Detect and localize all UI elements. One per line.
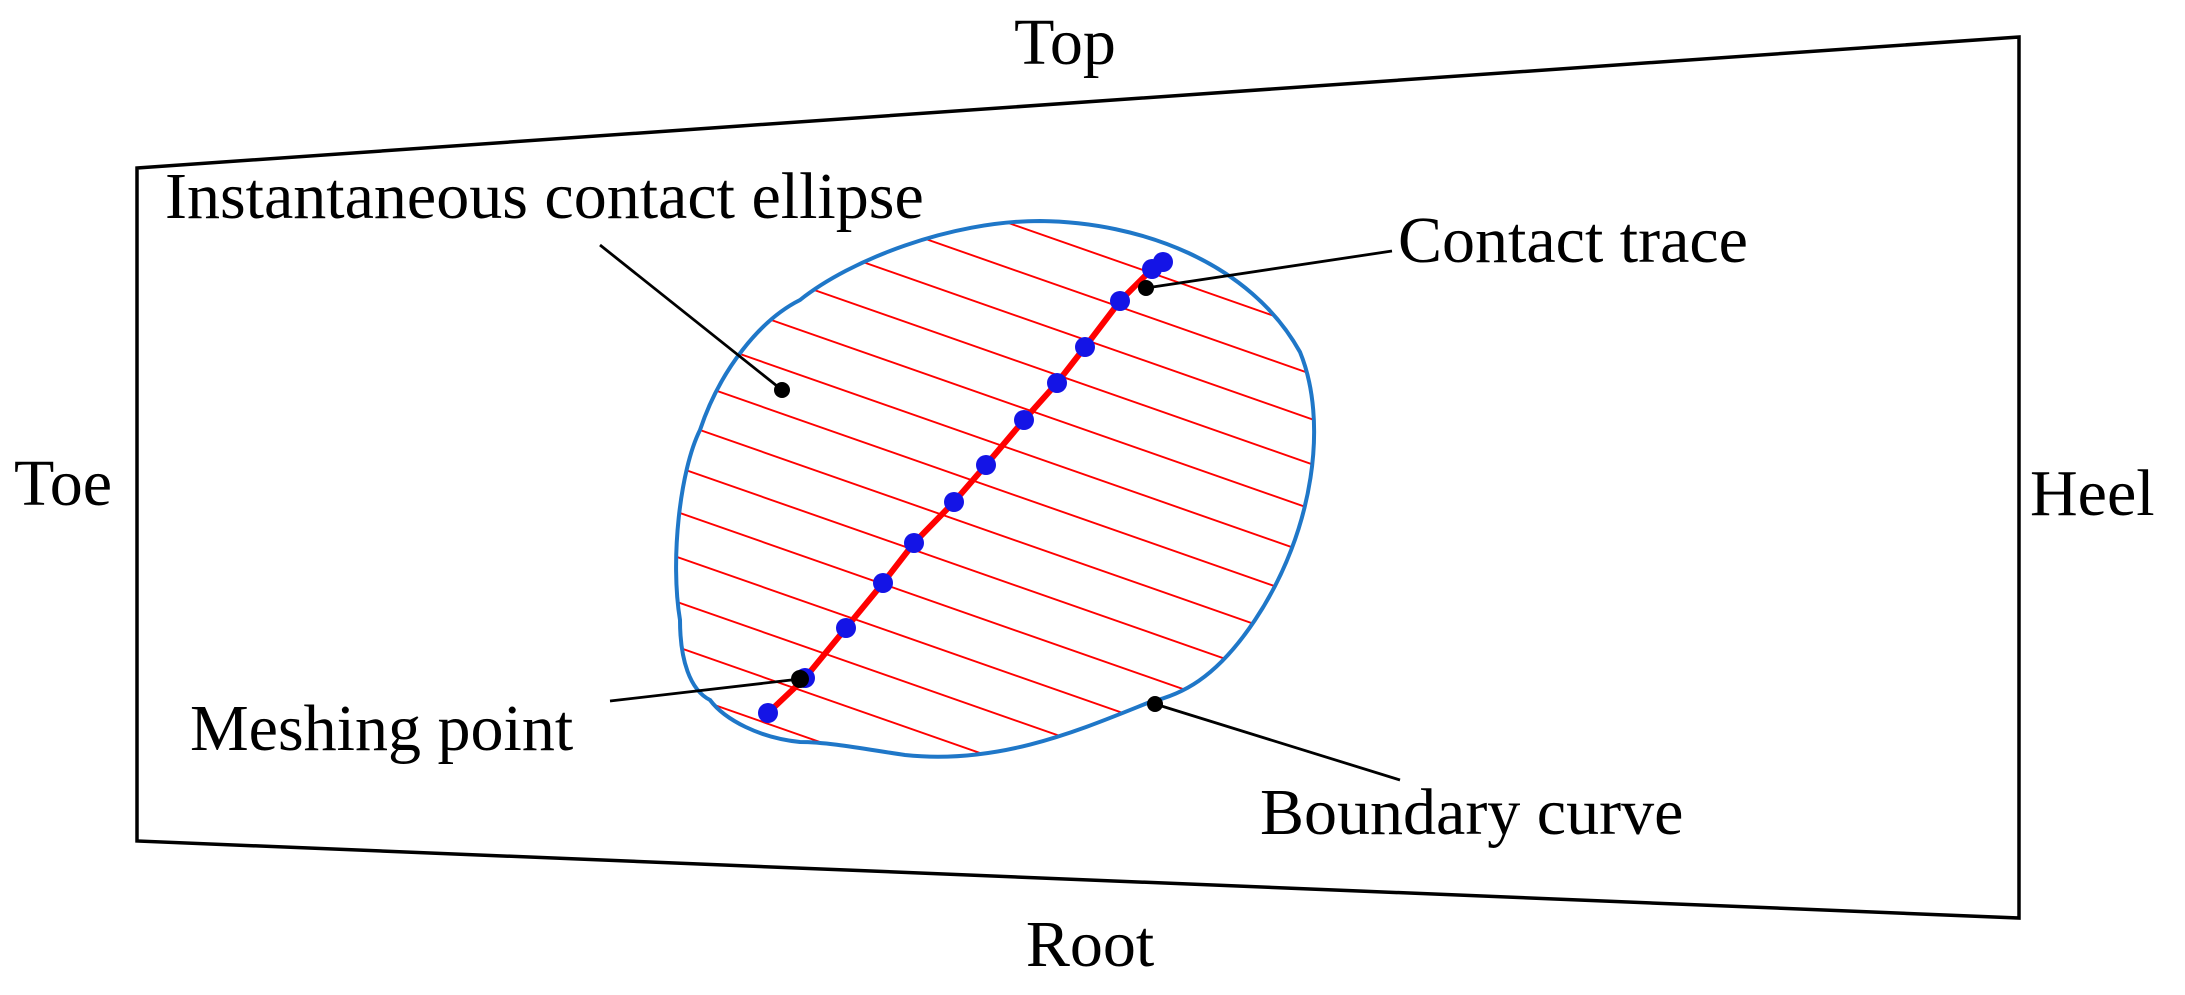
label-boundary-curve: Boundary curve — [1260, 776, 1683, 849]
contact-line — [676, 394, 1315, 676]
anchor-contact-trace — [1138, 280, 1154, 296]
meshing-point — [836, 618, 856, 638]
label-toe: Toe — [14, 447, 112, 520]
leader-boundary-curve — [1154, 702, 1401, 782]
meshing-point — [944, 492, 964, 512]
leader-meshing-point — [609, 677, 801, 703]
anchor-instantaneous-contact-ellipse — [774, 382, 790, 398]
leader-instantaneous-contact-ellipse — [599, 243, 783, 392]
contact-line — [676, 574, 1315, 757]
label-heel: Heel — [2030, 457, 2155, 530]
label-contact-trace: Contact trace — [1398, 204, 1748, 277]
meshing-point — [758, 703, 778, 723]
contact-line — [676, 484, 1315, 757]
contact-line — [676, 529, 1315, 757]
meshing-point — [904, 533, 924, 553]
callout-leaders — [599, 243, 1401, 782]
contact-line — [676, 221, 1315, 451]
anchor-meshing-point — [791, 670, 809, 688]
meshing-point — [873, 573, 893, 593]
meshing-points — [758, 252, 1173, 723]
contact-line — [676, 221, 1315, 406]
tooth-flank-outline — [135, 35, 2021, 920]
contact-line — [676, 221, 1315, 361]
meshing-point — [1110, 291, 1130, 311]
meshing-point — [976, 455, 996, 475]
anchor-boundary-curve — [1147, 696, 1163, 712]
contact-line — [676, 259, 1315, 541]
leader-contact-trace — [1145, 249, 1393, 290]
label-top: Top — [1014, 6, 1116, 79]
meshing-point — [1047, 373, 1067, 393]
contact-line — [676, 349, 1315, 631]
label-root: Root — [1026, 908, 1154, 981]
meshing-point — [1014, 410, 1034, 430]
label-instantaneous-contact-ellipse: Instantaneous contact ellipse — [165, 160, 924, 233]
contact-line — [676, 664, 1315, 757]
meshing-point — [1075, 337, 1095, 357]
boundary-curve — [674, 218, 1317, 759]
label-meshing-point: Meshing point — [190, 692, 573, 765]
contact-line — [676, 619, 1315, 757]
meshing-point — [1153, 252, 1173, 272]
contact-trace-line — [765, 259, 1166, 716]
